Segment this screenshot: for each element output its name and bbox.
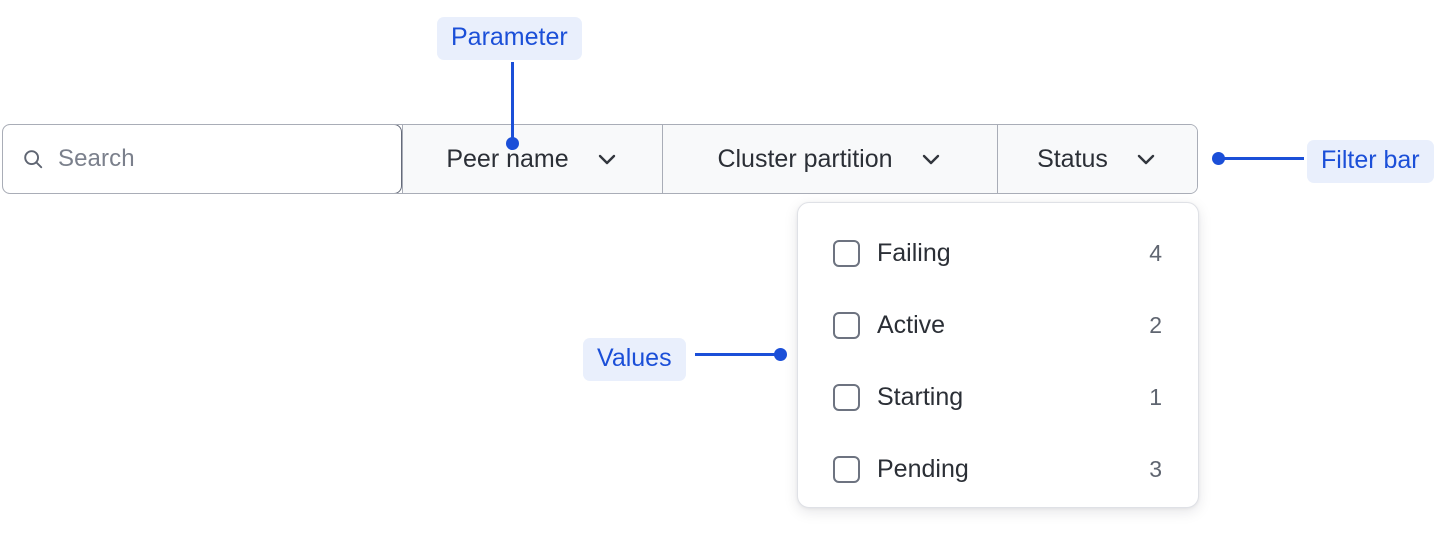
annotation-parameter: Parameter [437,17,582,60]
list-item[interactable]: Failing 4 [798,217,1198,289]
checkbox-starting[interactable] [833,383,860,411]
list-item[interactable]: Active 2 [798,289,1198,361]
search-icon [22,148,44,170]
annotation-parameter-leader-line [511,62,514,142]
dropdown-status[interactable]: Status [997,125,1197,193]
chevron-down-icon [595,147,619,171]
search-placeholder: Search [58,145,135,172]
dropdown-status-label: Status [1037,144,1108,173]
checkbox-failing[interactable] [833,239,860,267]
search-input[interactable]: Search [3,125,402,193]
list-item-count: 3 [1149,455,1162,482]
list-item-label: Starting [877,382,964,411]
list-item-count: 4 [1149,239,1162,266]
list-item[interactable]: Pending 3 [798,433,1198,505]
list-item-label: Failing [877,238,951,267]
checkbox-pending[interactable] [833,455,860,483]
chevron-down-icon [1134,147,1158,171]
list-item-label: Active [877,310,946,339]
checkbox-active[interactable] [833,311,860,339]
annotation-parameter-dot [506,137,519,150]
dropdown-peer-name-label: Peer name [446,144,569,173]
status-values-dropdown-panel: Failing 4 Active 2 Starting 1 Pending 3 [797,202,1199,508]
annotation-values-dot [774,348,787,361]
filter-bar: Search Peer name Cluster partition Statu… [2,124,1198,194]
annotation-filter-bar-dot [1212,152,1225,165]
annotation-filter-bar: Filter bar [1307,140,1434,183]
annotation-values-leader-line [695,353,780,356]
dropdown-cluster-partition-label: Cluster partition [717,144,893,173]
dropdown-cluster-partition[interactable]: Cluster partition [662,125,997,193]
list-item-label: Pending [877,454,969,483]
dropdown-peer-name[interactable]: Peer name [402,125,662,193]
annotation-filter-bar-leader-line [1224,157,1304,160]
list-item-count: 2 [1149,311,1162,338]
list-item[interactable]: Starting 1 [798,361,1198,433]
chevron-down-icon [919,147,943,171]
list-item-count: 1 [1149,383,1162,410]
annotation-values: Values [583,338,686,381]
